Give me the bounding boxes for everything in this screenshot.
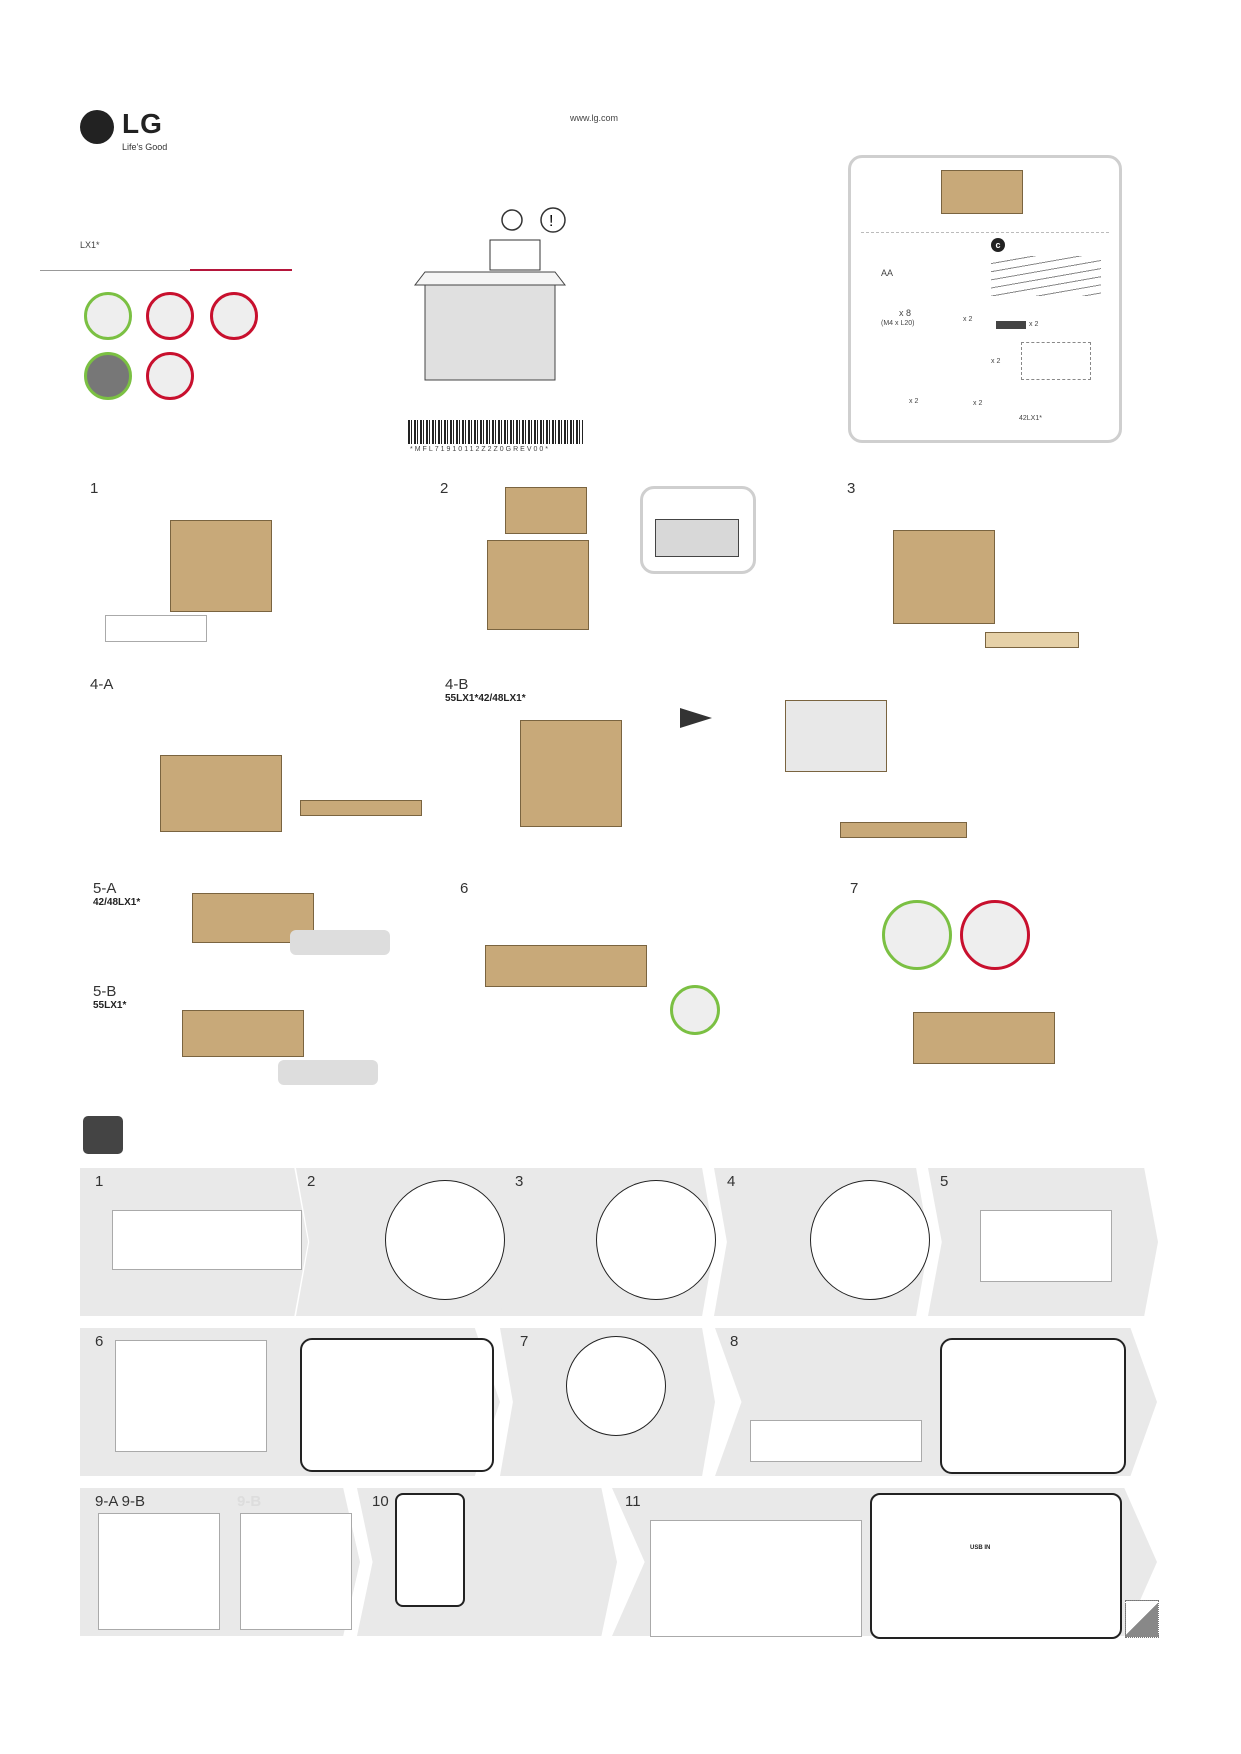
step-5a-tv-pad — [290, 930, 390, 955]
step-6-number: 6 — [460, 880, 469, 897]
assembly-step-11-tv — [650, 1520, 862, 1637]
part-d-qty: x 8 — [899, 308, 912, 318]
assembly-step-6-tv — [115, 1340, 267, 1452]
step-7-ok-icon — [882, 900, 952, 970]
assembly-step-10-caution-box — [395, 1493, 465, 1607]
arrow-right-icon — [680, 708, 712, 728]
part-e-qty: x 2 — [963, 316, 973, 323]
assembly-step-6-number: 6 — [95, 1333, 104, 1350]
step-5b-models: 55LX1* — [93, 1000, 127, 1011]
battery-label: AA — [881, 268, 894, 278]
assembly-step-7-number: 7 — [520, 1333, 529, 1350]
model-name: LX1* — [80, 240, 100, 250]
step-5a-models: 42/48LX1* — [93, 897, 141, 908]
step-9b-label: 9-B — [237, 1493, 262, 1510]
step-4a-board — [300, 800, 422, 816]
step-2-panel — [505, 487, 587, 534]
step-1-foam — [105, 615, 207, 642]
step-6-detail-icon — [670, 985, 720, 1035]
assembly-step-3-zoom — [596, 1180, 716, 1300]
svg-text:!: ! — [549, 213, 553, 230]
step-4a-number: 4-A — [90, 676, 114, 693]
website: www.lg.com — [570, 113, 619, 123]
divider-grey — [40, 270, 190, 271]
assembly-step-3-number: 3 — [515, 1173, 524, 1190]
assembly-step-1-bracket — [112, 1210, 302, 1270]
step-7-box — [913, 1012, 1055, 1064]
part-m-model: 42LX1* — [1019, 415, 1042, 422]
step-5b-tv-pad — [278, 1060, 378, 1085]
screwdriver-icon — [83, 1116, 123, 1154]
assembly-step-4-number: 4 — [727, 1173, 736, 1190]
handling-no-icon — [146, 352, 194, 400]
step-3-board — [985, 632, 1079, 648]
part-c-stands — [991, 256, 1101, 296]
parts-list-panel: c AA x 8 (M4 x L20) x 2 x 2 x 2 x 2 x 2 … — [848, 155, 1122, 443]
usb-label: USB IN — [970, 1545, 991, 1551]
step-7-no-icon — [960, 900, 1030, 970]
assembly-step-11-number: 11 — [625, 1493, 641, 1510]
assembly-step-10-number: 10 — [372, 1493, 389, 1510]
part-c-badge: c — [991, 238, 1005, 252]
step-4b-box — [520, 720, 622, 827]
step-5b-box — [182, 1010, 304, 1057]
assembly-step-7-zoom — [566, 1336, 666, 1436]
part-f-qty: x 2 — [1029, 321, 1039, 328]
barcode-text: *MFL71910112Z2Z0GREV00* — [410, 446, 551, 453]
step-4b-tv-frame — [785, 700, 887, 772]
handling-no-icon — [146, 292, 194, 340]
step-1-box — [170, 520, 272, 612]
assembly-step-8-tv — [750, 1420, 922, 1462]
part-l-qty: x 2 — [973, 400, 983, 407]
step-4b-models: 55LX1*42/48LX1* — [445, 693, 526, 704]
divider-red — [190, 269, 292, 271]
assembly-step-8-number: 8 — [730, 1333, 739, 1350]
step-5a-number: 5-A — [93, 880, 117, 897]
brand-tagline: Life's Good — [122, 142, 168, 152]
part-j-box — [1021, 342, 1091, 380]
assembly-step-2-zoom — [385, 1180, 505, 1300]
assembly-step-2-number: 2 — [307, 1173, 316, 1190]
step-2-number: 2 — [440, 480, 449, 497]
assembly-step-6-caution-box — [300, 1338, 494, 1472]
assembly-step-11-detail-box — [870, 1493, 1122, 1639]
assembly-step-1-number: 1 — [95, 1173, 104, 1190]
assembly-step-9-number: 9-A 9-B — [95, 1493, 146, 1510]
part-f — [996, 321, 1026, 329]
unpack-caution-illustration: ! — [413, 207, 567, 381]
step-9b-box — [240, 1513, 352, 1630]
step-4a-box — [160, 755, 282, 832]
barcode — [408, 420, 583, 444]
step-7-number: 7 — [850, 880, 859, 897]
warning-icon — [540, 207, 566, 233]
step-1-number: 1 — [90, 480, 99, 497]
stand-bracket — [941, 170, 1023, 214]
page-turn-icon — [1125, 1600, 1159, 1638]
step-5b-number: 5-B — [93, 983, 117, 1000]
step-2-callout-panel — [655, 519, 739, 557]
brand-name: LG — [122, 108, 163, 139]
step-3-box — [893, 530, 995, 624]
step-6-box — [485, 945, 647, 987]
step-9a-box — [98, 1513, 220, 1630]
step-3-number: 3 — [847, 480, 856, 497]
part-k-qty: x 2 — [909, 398, 919, 405]
assembly-step-8-caution-box — [940, 1338, 1126, 1474]
part-d-spec: (M4 x L20) — [881, 320, 915, 327]
step-2-callout — [640, 486, 756, 574]
step-4b-board — [840, 822, 967, 838]
part-i-qty: x 2 — [991, 358, 1001, 365]
lg-logo-icon — [80, 110, 114, 144]
handling-ok-icon — [84, 352, 132, 400]
assembly-step-4-zoom — [810, 1180, 930, 1300]
handling-no-icon — [210, 292, 258, 340]
assembly-step-5-tv — [980, 1210, 1112, 1282]
step-4b-number: 4-B — [445, 676, 469, 693]
handling-ok-icon — [84, 292, 132, 340]
assembly-step-5-number: 5 — [940, 1173, 949, 1190]
step-2-box — [487, 540, 589, 630]
